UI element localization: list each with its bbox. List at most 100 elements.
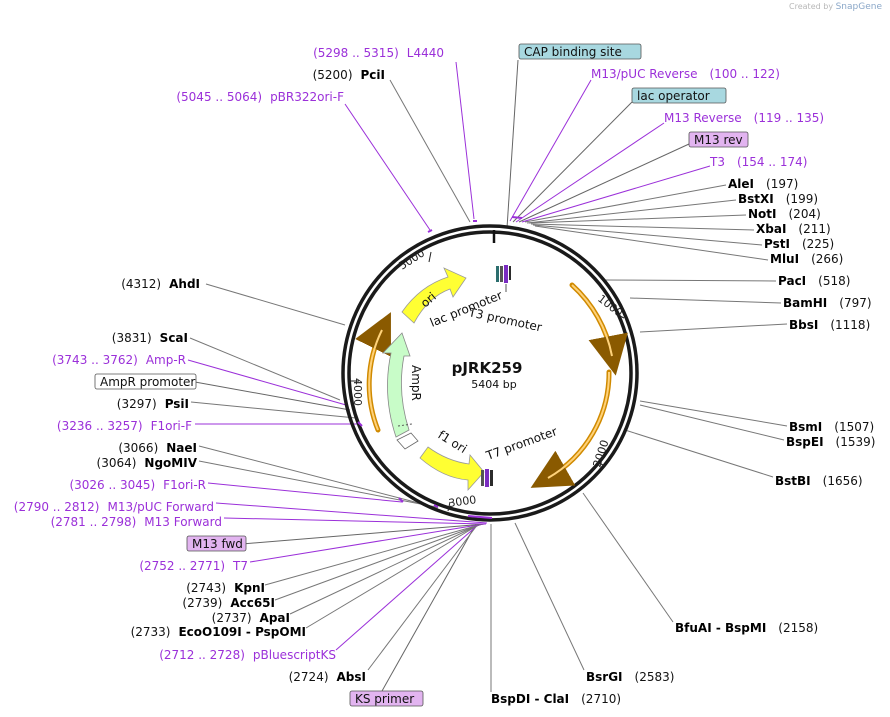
primer-site-marks	[357, 216, 523, 519]
t3-promoter-label: T3 promoter	[466, 305, 543, 334]
leader-line-21	[582, 492, 674, 623]
leader-line-26	[335, 523, 480, 651]
enzyme-label-apai: (2737)ApaI	[212, 611, 290, 625]
enzyme-label-paci: PacI(518)	[778, 274, 850, 288]
enzyme-label-ngomiv: (3064)NgoMIV	[97, 456, 198, 470]
ampR-label: AmpR	[409, 365, 423, 401]
feature-label-lac-operator: lac operator	[637, 89, 710, 103]
leader-line-43	[205, 283, 346, 326]
leader-line-13	[532, 224, 763, 246]
primer-label-pbluescriptks: (2712 .. 2728)pBluescriptKS	[159, 648, 336, 662]
enzyme-label-psti: PstI(225)	[764, 237, 834, 251]
primer-label-t3: T3(154 .. 174)	[709, 155, 807, 169]
feature-box-cap-binding-site	[518, 43, 642, 60]
leader-line-16	[629, 297, 782, 304]
plasmid-size: 5404 bp	[471, 378, 516, 391]
enzyme-label-bspdi-clai: BspDI - ClaI(2710)	[491, 692, 621, 706]
feature-box-lac-operator	[631, 87, 727, 104]
leader-line-3	[506, 59, 519, 229]
leader-line-5	[512, 101, 633, 223]
enzyme-label-bstxi: BstXI(199)	[738, 192, 818, 206]
leader-line-17	[639, 323, 788, 333]
primer-label-f1ori-f: (3236 .. 3257)F1ori-F	[57, 419, 192, 433]
leader-line-4	[509, 79, 592, 222]
t7-promoter-label: T7 promoter	[483, 424, 559, 463]
leader-line-22	[514, 522, 585, 671]
leader-line-2	[344, 103, 431, 231]
enzyme-label-bamhi: BamHI(797)	[783, 296, 872, 310]
leader-line-29	[274, 523, 483, 601]
leader-line-11	[528, 214, 747, 224]
ori-feature	[401, 267, 467, 324]
annotation-labels: (5298 .. 5315)L4440 (5200)PciI (5045 .. 50…	[14, 43, 875, 707]
feature-box-m13-rev	[688, 131, 749, 148]
leader-line-18	[639, 400, 788, 427]
leader-line-12	[530, 223, 755, 231]
mcs-top-block	[496, 265, 511, 292]
leader-line-25	[367, 523, 479, 671]
tick-mark-1000	[615, 313, 625, 319]
leader-line-35	[207, 482, 403, 503]
plasmid-backbone	[341, 224, 639, 522]
leader-line-19	[639, 404, 785, 441]
leader-line-24	[381, 523, 477, 692]
feature-label-m13-fwd: M13 fwd	[192, 537, 243, 551]
primer-label-m13-reverse: M13 Reverse(119 .. 135)	[664, 111, 824, 125]
ampR-promoter-feature	[396, 432, 419, 450]
enzyme-label-acc65i: (2739)Acc65I	[182, 596, 275, 610]
enzyme-label-noti: NotI(204)	[748, 207, 821, 221]
feature-box-ampr-promoter	[94, 373, 197, 390]
enzyme-label-absi: (2724)AbsI	[289, 670, 366, 684]
leader-line-41	[187, 359, 347, 406]
enzyme-label-psii: (3297)PsiI	[117, 397, 189, 411]
tick-mark-3000	[447, 501, 451, 512]
leader-line-39	[190, 401, 357, 419]
ampR-feature	[382, 332, 411, 438]
leader-lines	[187, 59, 788, 692]
primer-label-l4440: (5298 .. 5315)L4440	[313, 46, 444, 60]
feature-label-cap-binding-site: CAP binding site	[524, 45, 622, 59]
tick-label-3000: 3000	[448, 493, 478, 510]
enzyme-label-bsrgi: BsrGI(2583)	[586, 670, 674, 684]
tick-label-4000: 4000	[351, 378, 364, 406]
enzyme-label-mlui: MluI(266)	[770, 252, 843, 266]
leader-line-32	[241, 523, 486, 545]
tick-mark-2000	[596, 461, 606, 467]
leader-line-42	[189, 337, 341, 401]
leader-line-7	[518, 143, 690, 223]
enzyme-label-scai: (3831)ScaI	[112, 331, 188, 345]
leader-line-15	[604, 279, 777, 282]
primer-label-amp-r: (3743 .. 3762)Amp-R	[52, 353, 186, 367]
leader-line-0	[455, 61, 475, 220]
enzyme-label-xbai: XbaI(211)	[756, 222, 831, 236]
feature-box-ks-primer	[349, 690, 424, 707]
primer-label-m13-puc-forward: (2790 .. 2812)M13/pUC Forward	[14, 500, 214, 514]
leader-line-40	[194, 381, 351, 411]
feature-label-ks-primer: KS primer	[355, 692, 414, 706]
leader-line-34	[215, 502, 488, 524]
orf-arcs	[355, 282, 628, 488]
leader-line-31	[249, 523, 485, 563]
enzyme-label-bsmi: BsmI(1507)	[789, 420, 874, 434]
enzyme-label-bfuai-bspmi: BfuAI - BspMI(2158)	[675, 621, 818, 635]
snapgene-logo: SnapGene	[835, 2, 882, 12]
primer-label-f1ori-r: (3026 .. 3045)F1ori-R	[69, 478, 206, 492]
leader-line-14	[534, 225, 769, 261]
leader-line-28	[289, 523, 482, 615]
leader-line-9	[524, 184, 727, 223]
enzyme-label-pcii: (5200)PciI	[313, 68, 385, 82]
enzyme-label-ecoo109i-pspomi: (2733)EcoO109I - PspOMI	[131, 625, 306, 639]
leader-line-30	[264, 523, 484, 586]
primer-label-m13-puc-reverse: M13/pUC Reverse(100 .. 122)	[591, 67, 780, 81]
leader-line-36	[198, 460, 437, 508]
credit-prefix: Created by	[789, 2, 834, 11]
f1-ori-label: f1 ori	[435, 428, 469, 456]
primer-label-pbr322ori-f: (5045 .. 5064)pBR322ori-F	[176, 90, 344, 104]
leader-line-10	[526, 199, 737, 224]
enzyme-label-kpni: (2743)KpnI	[186, 581, 265, 595]
primer-label-t7: (2752 .. 2771)T7	[139, 559, 248, 573]
leader-line-33	[223, 517, 487, 525]
enzyme-label-bstbi: BstBI(1656)	[775, 474, 863, 488]
